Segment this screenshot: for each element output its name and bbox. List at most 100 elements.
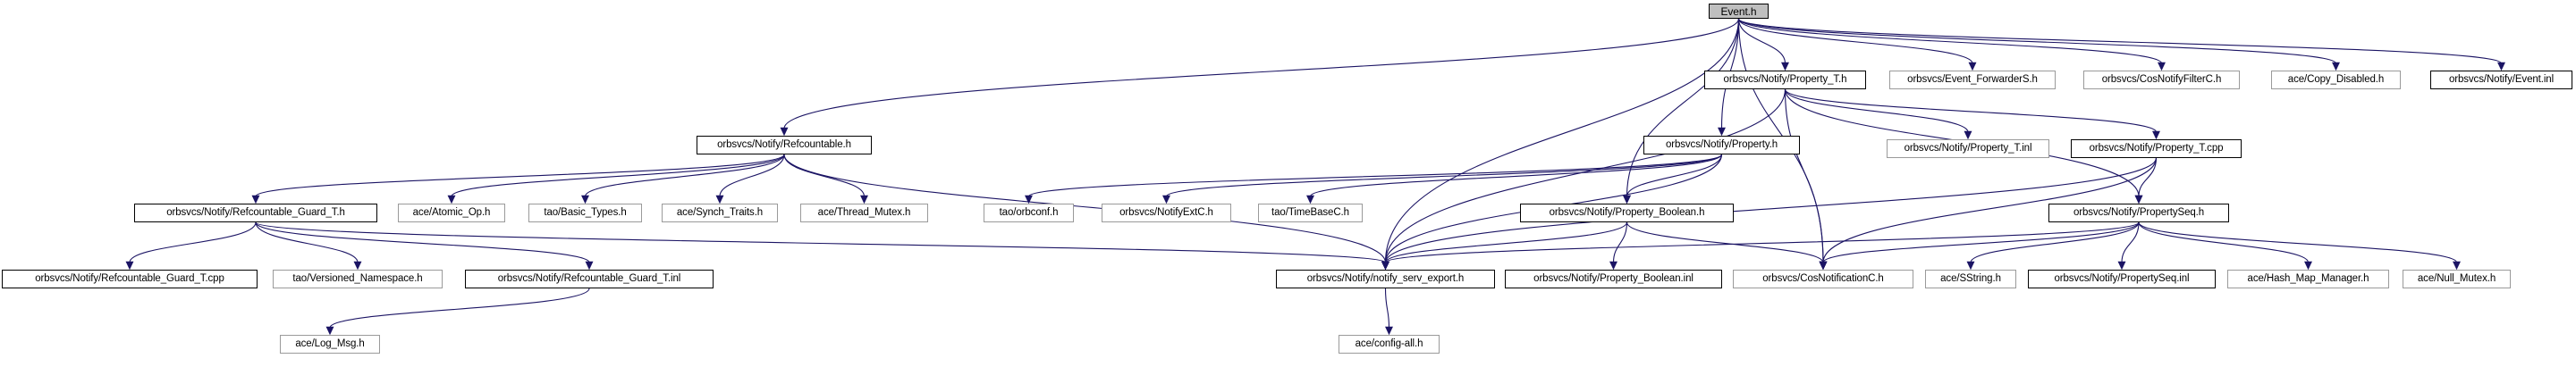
graph-edge — [1384, 221, 2140, 263]
graph-edge-arrowhead — [325, 326, 334, 336]
graph-node-root[interactable]: Event.h — [1709, 4, 1769, 19]
graph-node[interactable]: orbsvcs/Notify/PropertySeq.h — [2048, 204, 2229, 222]
graph-node-label: orbsvcs/Notify/PropertySeq.h — [2073, 206, 2205, 218]
graph-node[interactable]: tao/orbconf.h — [984, 204, 1074, 222]
graph-edge-arrowhead — [1819, 261, 1828, 271]
graph-edge — [1970, 221, 2140, 263]
graph-edge — [129, 221, 257, 263]
graph-edge — [1737, 18, 2337, 64]
graph-node[interactable]: orbsvcs/Notify/Property_T.cpp — [2071, 139, 2242, 158]
graph-node[interactable]: tao/TimeBaseC.h — [1258, 204, 1363, 222]
graph-edge — [1626, 221, 1824, 263]
graph-node[interactable]: orbsvcs/Event_ForwarderS.h — [1889, 71, 2056, 89]
graph-edge — [783, 154, 866, 197]
graph-node[interactable]: ace/Atomic_Op.h — [398, 204, 505, 222]
graph-edge-arrowhead — [353, 261, 362, 271]
graph-node-label: orbsvcs/Notify/PropertySeq.inl — [2054, 272, 2190, 284]
graph-edge — [255, 221, 1387, 263]
graph-node[interactable]: ace/Copy_Disabled.h — [2271, 71, 2401, 89]
graph-node-label: orbsvcs/Notify/Property_Boolean.h — [1549, 206, 1705, 218]
graph-node[interactable]: orbsvcs/Notify/Refcountable_Guard_T.inl — [465, 270, 714, 288]
graph-node-label: tao/orbconf.h — [999, 206, 1059, 218]
graph-node-label: tao/Basic_Types.h — [544, 206, 627, 218]
graph-node[interactable]: orbsvcs/NotifyExtC.h — [1102, 204, 1231, 222]
graph-edge — [329, 288, 590, 329]
graph-node-label: orbsvcs/Notify/Property_T.inl — [1904, 142, 2032, 154]
graph-node[interactable]: orbsvcs/Notify/Refcountable_Guard_T.cpp — [2, 270, 258, 288]
graph-node[interactable]: orbsvcs/Notify/PropertySeq.inl — [2028, 270, 2216, 288]
graph-edge — [1822, 221, 2140, 263]
graph-edge-arrowhead — [1609, 261, 1617, 271]
graph-node-label: orbsvcs/Notify/Property_T.h — [1723, 73, 1847, 85]
graph-node[interactable]: orbsvcs/Notify/Property_Boolean.inl — [1505, 270, 1722, 288]
graph-edge — [451, 154, 785, 197]
graph-edge-arrowhead — [447, 195, 456, 204]
graph-edge-arrowhead — [1025, 195, 1033, 204]
graph-edge-arrowhead — [1819, 261, 1828, 271]
graph-edge-arrowhead — [125, 261, 134, 271]
graph-node-label: ace/Synch_Traits.h — [676, 206, 764, 218]
graph-node-label: ace/Atomic_Op.h — [412, 206, 491, 218]
graph-edge-arrowhead — [1162, 195, 1170, 204]
graph-edge-arrowhead — [251, 195, 260, 204]
graph-node[interactable]: ace/Log_Msg.h — [280, 335, 380, 354]
graph-edge — [1737, 18, 1786, 64]
graph-node-label: Event.h — [1720, 4, 1757, 18]
graph-node[interactable]: ace/Null_Mutex.h — [2403, 270, 2511, 288]
graph-node[interactable]: orbsvcs/CosNotifyFilterC.h — [2083, 71, 2240, 89]
graph-edge — [1027, 154, 1723, 197]
graph-edge-arrowhead — [1819, 261, 1828, 271]
graph-node[interactable]: orbsvcs/Notify/notify_serv_export.h — [1276, 270, 1495, 288]
graph-node-label: tao/TimeBaseC.h — [1271, 206, 1349, 218]
graph-node[interactable]: ace/SString.h — [1925, 270, 2016, 288]
graph-node[interactable]: ace/config-all.h — [1339, 335, 1440, 354]
graph-edge — [1384, 88, 1786, 263]
graph-node[interactable]: orbsvcs/CosNotificationC.h — [1733, 270, 1913, 288]
graph-edge-arrowhead — [2497, 62, 2505, 71]
graph-node-label: orbsvcs/Notify/notify_serv_export.h — [1306, 272, 1465, 284]
graph-edge-arrowhead — [1623, 195, 1631, 204]
graph-node-label: ace/config-all.h — [1355, 338, 1423, 349]
graph-node[interactable]: ace/Thread_Mutex.h — [800, 204, 928, 222]
graph-edge-arrowhead — [1968, 62, 1977, 71]
graph-node[interactable]: tao/Versioned_Namespace.h — [273, 270, 443, 288]
graph-edge-arrowhead — [2453, 261, 2461, 271]
graph-edge — [1737, 18, 2163, 64]
graph-node-label: orbsvcs/Notify/Property_Boolean.inl — [1533, 272, 1693, 284]
graph-edge — [2138, 157, 2158, 197]
graph-edge-arrowhead — [2134, 195, 2143, 204]
graph-node-label: ace/Copy_Disabled.h — [2287, 73, 2385, 85]
graph-edge-arrowhead — [1966, 261, 1975, 271]
graph-node-label: orbsvcs/CosNotificationC.h — [1762, 272, 1884, 284]
graph-edge — [2138, 221, 2458, 263]
graph-node-label: ace/Log_Msg.h — [295, 338, 365, 349]
graph-edge-arrowhead — [1964, 130, 1972, 140]
graph-edge-arrowhead — [2158, 62, 2166, 71]
graph-node-label: orbsvcs/Event_ForwarderS.h — [1907, 73, 2038, 85]
graph-edge — [1784, 88, 1824, 263]
graph-edge — [1384, 221, 1628, 263]
graph-node[interactable]: orbsvcs/Notify/Property.h — [1643, 136, 1800, 154]
graph-node[interactable]: tao/Basic_Types.h — [528, 204, 642, 222]
graph-edge — [1165, 154, 1723, 197]
graph-edge-arrowhead — [585, 261, 594, 271]
graph-edge — [719, 154, 785, 197]
graph-node[interactable]: orbsvcs/Notify/Property_Boolean.h — [1520, 204, 1734, 222]
graph-edge-arrowhead — [1781, 62, 1789, 71]
graph-edge-arrowhead — [1381, 261, 1389, 271]
graph-node[interactable]: ace/Hash_Map_Manager.h — [2227, 270, 2389, 288]
graph-node[interactable]: orbsvcs/Notify/Refcountable.h — [697, 136, 872, 154]
graph-node[interactable]: ace/Synch_Traits.h — [662, 204, 778, 222]
graph-node[interactable]: orbsvcs/Notify/Property_T.inl — [1887, 139, 2049, 158]
graph-edge-arrowhead — [1381, 261, 1389, 271]
graph-edge-arrowhead — [2152, 130, 2160, 140]
graph-edge-arrowhead — [1819, 261, 1828, 271]
graph-node-label: orbsvcs/Notify/Property_T.cpp — [2089, 142, 2224, 154]
graph-node[interactable]: orbsvcs/Notify/Event.inl — [2430, 71, 2572, 89]
graph-edge-arrowhead — [1381, 261, 1389, 271]
graph-node[interactable]: orbsvcs/Notify/Refcountable_Guard_T.h — [134, 204, 377, 222]
graph-node-label: orbsvcs/Notify/Event.inl — [2448, 73, 2555, 85]
graph-edge — [255, 221, 590, 263]
graph-edge — [255, 221, 359, 263]
graph-node[interactable]: orbsvcs/Notify/Property_T.h — [1704, 71, 1866, 89]
